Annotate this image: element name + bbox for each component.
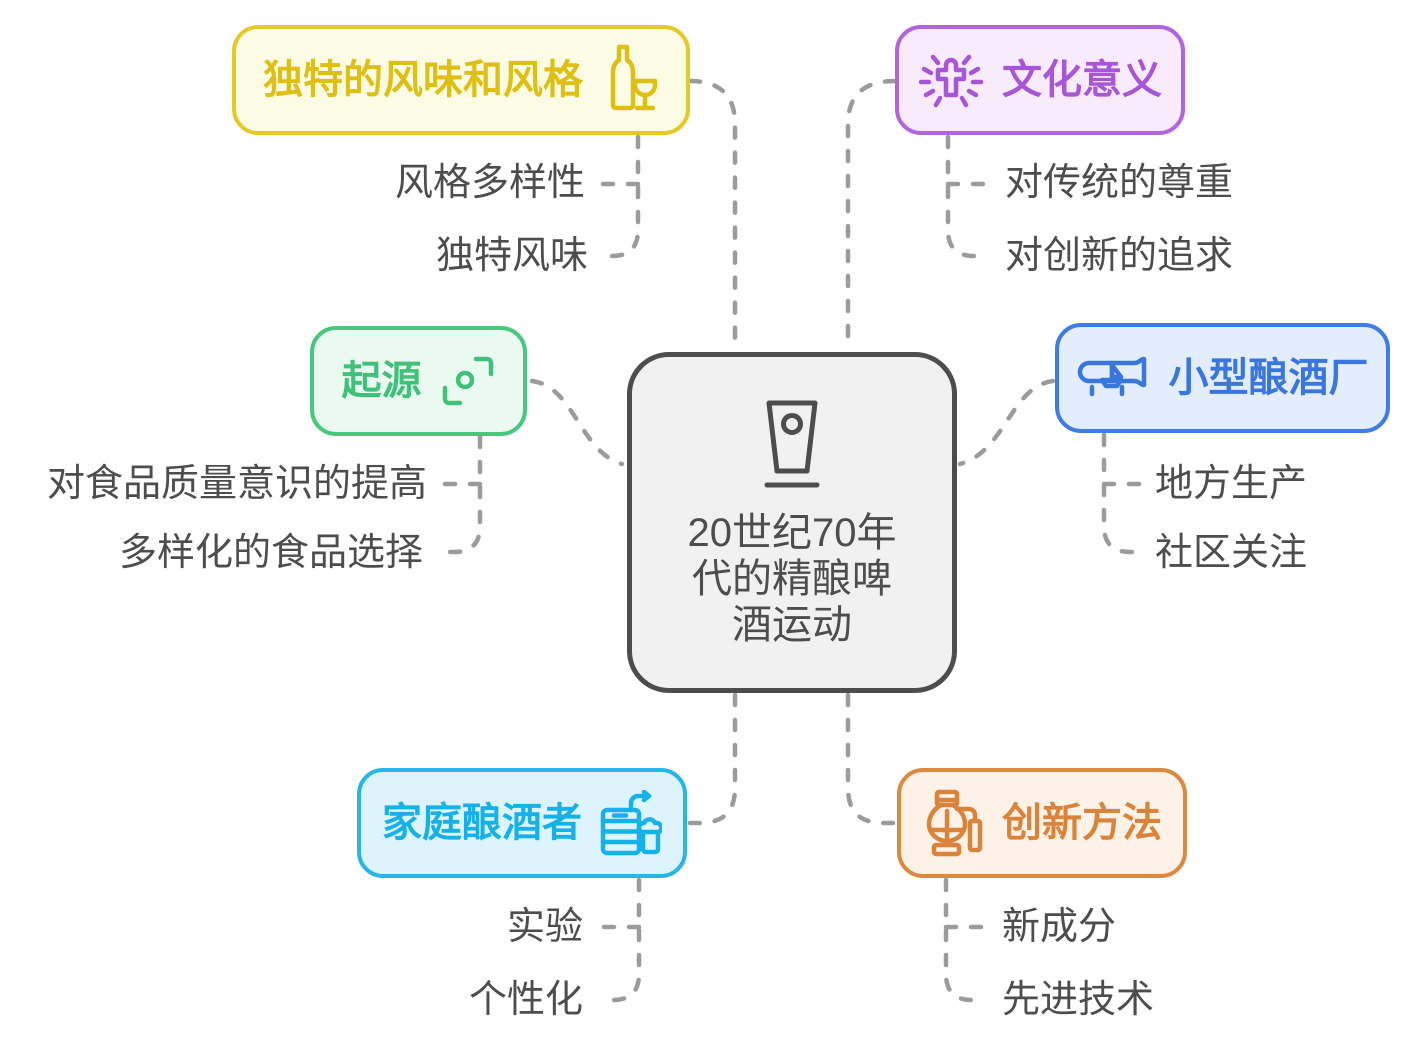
sparkling-cross-icon [918,54,984,108]
leaf-diverse-food-choices[interactable]: 多样化的食品选择 [118,532,423,574]
branch-label: 文化意义 [1002,58,1162,102]
leaf-advanced-technology[interactable]: 先进技术 [1002,979,1155,1021]
keg-and-glass-icon [600,790,662,856]
wine-bottle-glass-icon [610,44,658,111]
branch-cultural-significance[interactable]: 文化意义 [895,25,1185,135]
leaf-new-ingredients[interactable]: 新成分 [1002,906,1117,948]
center-node[interactable]: 20世纪70年 代的精酿啤 酒运动 [627,352,957,693]
focus-target-icon [442,356,493,406]
cup-icon [764,400,820,487]
branch-innovative-methods[interactable]: 创新方法 [897,768,1187,878]
center-title: 20世纪70年 代的精酿啤 酒运动 [688,510,897,648]
leaf-respect-for-tradition[interactable]: 对传统的尊重 [1005,162,1234,204]
branch-label: 家庭酿酒者 [382,801,582,845]
fermenter-icon [926,789,983,857]
leaf-unique-flavor[interactable]: 独特风味 [435,235,588,277]
branch-unique-flavor-style[interactable]: 独特的风味和风格 [232,25,690,135]
ship-in-bottle-icon [1077,356,1146,397]
center-title-line: 代的精酿啤 [691,556,892,601]
leaf-personalization[interactable]: 个性化 [468,979,583,1021]
center-title-line: 酒运动 [731,602,852,647]
branch-label: 独特的风味和风格 [263,58,583,102]
leaf-community-focus[interactable]: 社区关注 [1155,532,1308,574]
center-title-line: 20世纪70年 [687,510,897,555]
leaf-style-diversity[interactable]: 风格多样性 [394,162,585,204]
branch-home-brewers[interactable]: 家庭酿酒者 [357,768,687,878]
branch-label: 创新方法 [1002,801,1162,845]
leaf-pursuit-of-innovation[interactable]: 对创新的追求 [1005,235,1234,277]
leaf-local-production[interactable]: 地方生产 [1155,463,1308,505]
leaf-experimentation[interactable]: 实验 [506,906,583,948]
branch-microbreweries[interactable]: 小型酿酒厂 [1055,323,1390,433]
branch-origin[interactable]: 起源 [310,326,527,436]
branch-label: 起源 [341,359,422,403]
branch-label: 小型酿酒厂 [1168,356,1369,400]
leaf-food-quality-awareness[interactable]: 对食品质量意识的提高 [46,463,427,505]
